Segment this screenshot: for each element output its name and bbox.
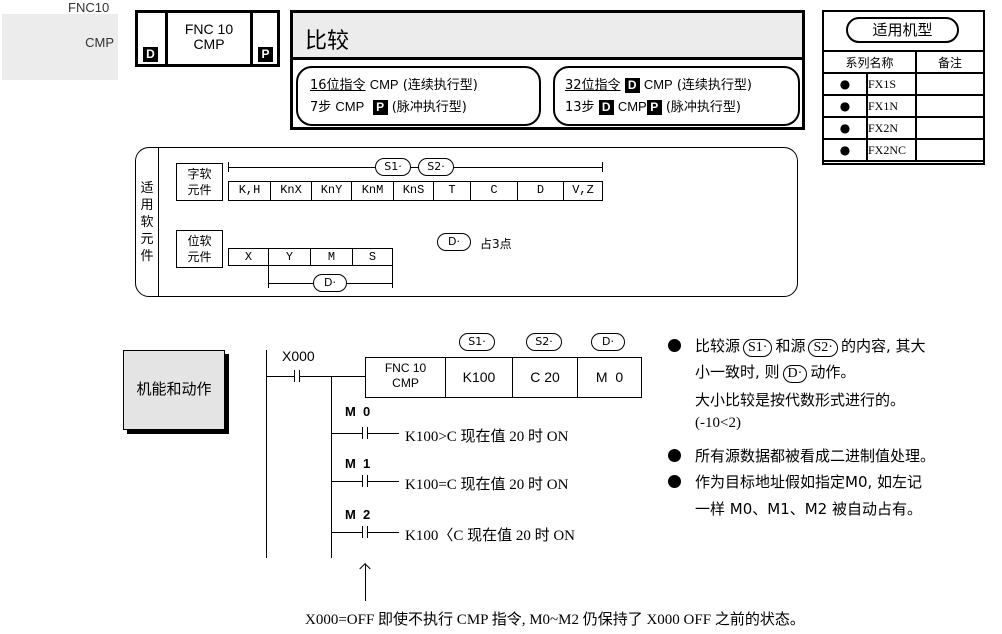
table-row: ●FX2N (822, 116, 985, 140)
supported-mark: ● (822, 72, 868, 96)
bit16-box: 16位指令 CMP (连续执行型) 7步 CMP P (脉冲执行型) (296, 66, 541, 126)
bit32-steps: 13步 (565, 100, 595, 115)
sidebar-item-label: CMP (85, 35, 114, 50)
bit32-mode1: (连续执行型) (676, 78, 753, 93)
devices-side-label: 适用软元件 (140, 181, 154, 264)
page-title: 比较 (305, 29, 350, 54)
bit16-label: 16位指令 (310, 78, 366, 93)
word-device-cell: KnM (351, 181, 394, 201)
bit-device-label: 位软元件 (176, 230, 223, 268)
bit16-cmd2: CMP (335, 99, 365, 114)
section-label: 机能和动作 (123, 350, 225, 430)
desc-line: 作为目标地址假如指定M0, 如左记 (668, 471, 922, 492)
fnc-number: FNC 10 (184, 21, 234, 37)
word-device-label: 字软元件 (176, 163, 223, 201)
operand-s2: C 20 (530, 369, 560, 385)
contact-icon (362, 427, 368, 439)
d-operand-tag: D· (437, 233, 471, 251)
col-note: 备注 (915, 50, 985, 74)
fnc-box: D P FNC 10 CMP (135, 10, 280, 67)
operand-s1: K100 (462, 369, 496, 385)
fnc-mnemonic: CMP (392, 376, 419, 390)
bit32-cmd: CMP (643, 77, 673, 92)
p-badge: P (372, 100, 388, 115)
output-desc: K100>C 现在值 20 时 ON (405, 429, 569, 445)
bit-device-cell: M (310, 248, 353, 266)
model-table-title: 适用机型 (846, 17, 959, 43)
bit16-mode1: (连续执行型) (402, 78, 478, 93)
instruction-header: 比较 16位指令 CMP (连续执行型) 7步 CMP P (脉冲执行型) 32… (290, 10, 805, 130)
sidebar-code: FNC10 (68, 0, 110, 15)
bit-device-cell: X (228, 248, 269, 266)
model-name: FX2N (866, 116, 917, 140)
d-badge: D (624, 78, 640, 93)
contact-icon (362, 526, 368, 538)
word-device-cell: V,Z (563, 181, 603, 201)
sidebar-item-cmp[interactable]: CMP (2, 14, 118, 80)
s1-operand-tag: S1· (459, 333, 495, 351)
supported-mark: ● (822, 138, 868, 162)
word-device-cell: K,H (228, 181, 271, 201)
s1-operand-tag: S1· (375, 158, 411, 176)
bit-device-cell: S (352, 248, 393, 266)
contact-icon (294, 370, 300, 382)
d-note: 占3点 (480, 237, 512, 251)
d-operand-tag: D· (591, 333, 625, 351)
applicable-devices: 适用软元件 字软元件 位软元件 (135, 147, 798, 297)
fnc-mnemonic: CMP (193, 36, 225, 52)
model-name: FX1S (866, 72, 917, 96)
desc-line: 一样 M0、M1、M2 被自动占有。 (695, 500, 922, 518)
s1-operand-tag: S1· (743, 339, 773, 357)
desc-line: 大小比较是按代数形式进行的。 (695, 391, 906, 409)
supported-mark: ● (822, 94, 868, 118)
model-table: 适用机型 系列名称备注 ●FX1S ●FX1N ●FX2N ●FX2NC (822, 10, 985, 165)
word-device-cell: T (433, 181, 471, 201)
desc-line: (-10<2) (695, 415, 741, 431)
output-desc: K100=C 现在值 20 时 ON (405, 477, 569, 493)
desc-line: 所有源数据都被看成二进制值处理。 (668, 445, 935, 466)
bit16-mode2: (脉冲执行型) (391, 100, 467, 115)
bit16-steps: 7步 (310, 100, 332, 115)
word-device-cell: KnY (311, 181, 352, 201)
coil-label: M 1 (345, 456, 371, 471)
coil-label: M 2 (345, 507, 371, 522)
bit-device-cell: Y (268, 248, 311, 266)
p-badge: P (646, 100, 662, 115)
word-device-cell: C (470, 181, 518, 201)
supported-mark: ● (822, 116, 868, 140)
word-device-cell: KnX (270, 181, 312, 201)
model-name: FX1N (866, 94, 917, 118)
arrow-up-icon (365, 565, 366, 601)
d-operand-tag: D· (782, 365, 808, 383)
power-rail (266, 350, 267, 558)
s2-operand-tag: S2· (418, 158, 454, 176)
contact-icon (362, 475, 368, 487)
bit32-label: 32位指令 (565, 78, 621, 93)
footnote: X000=OFF 即使不执行 CMP 指令, M0~M2 仍保持了 X000 O… (305, 612, 805, 628)
word-device-cell: D (517, 181, 564, 201)
table-row: ●FX1S (822, 72, 985, 96)
fnc-number: FNC 10 (384, 361, 427, 375)
bit32-mode2: (脉冲执行型) (665, 100, 742, 115)
col-series: 系列名称 (822, 50, 917, 74)
p-badge: P (258, 47, 273, 62)
table-row: ●FX2NC (822, 138, 985, 162)
table-row: ●FX1N (822, 94, 985, 118)
bit16-cmd: CMP (369, 77, 399, 92)
operand-d: M 0 (595, 369, 624, 385)
d-operand-tag: D· (313, 274, 347, 292)
model-name: FX2NC (866, 138, 917, 162)
bit32-cmd2: CMP (617, 99, 647, 114)
coil-label: M 0 (345, 404, 371, 419)
input-contact-label: X000 (282, 348, 315, 364)
d-badge: D (143, 47, 158, 62)
s2-operand-tag: S2· (526, 333, 562, 351)
output-desc: K100〈C 现在值 20 时 ON (405, 528, 576, 544)
word-device-cell: KnS (393, 181, 434, 201)
s2-operand-tag: S2· (808, 339, 838, 357)
